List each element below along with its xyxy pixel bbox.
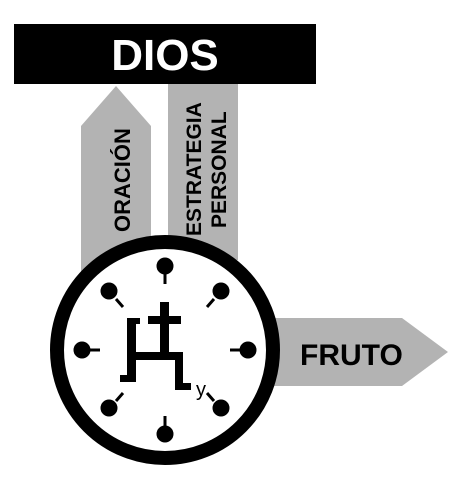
clock-letter: y — [196, 379, 206, 401]
dios-label: DIOS — [111, 31, 219, 80]
clock-ticks — [73, 257, 257, 443]
dot-9 — [73, 341, 91, 359]
fruto-label: FRUTO — [300, 339, 403, 372]
estrategia-label-line1: ESTRATEGIA — [183, 102, 206, 236]
dot-4 — [212, 399, 230, 417]
fruto-arrow — [262, 318, 448, 386]
dot-10 — [100, 282, 118, 300]
oracion-label: ORACIÓN — [110, 128, 135, 232]
estrategia-label-line2: PERSONAL — [208, 111, 231, 228]
dot-3 — [239, 341, 257, 359]
tick-4 — [205, 392, 216, 402]
cross-chair-icon — [120, 302, 191, 390]
tick-10 — [114, 298, 125, 308]
tick-1 — [205, 298, 216, 308]
dios-bar — [14, 24, 316, 84]
dot-6 — [156, 425, 174, 443]
dot-7 — [100, 399, 118, 417]
dot-12 — [156, 257, 174, 275]
dot-1 — [212, 282, 230, 300]
oracion-arrow — [81, 86, 151, 290]
estrategia-band — [168, 80, 238, 260]
tick-7 — [114, 392, 125, 402]
